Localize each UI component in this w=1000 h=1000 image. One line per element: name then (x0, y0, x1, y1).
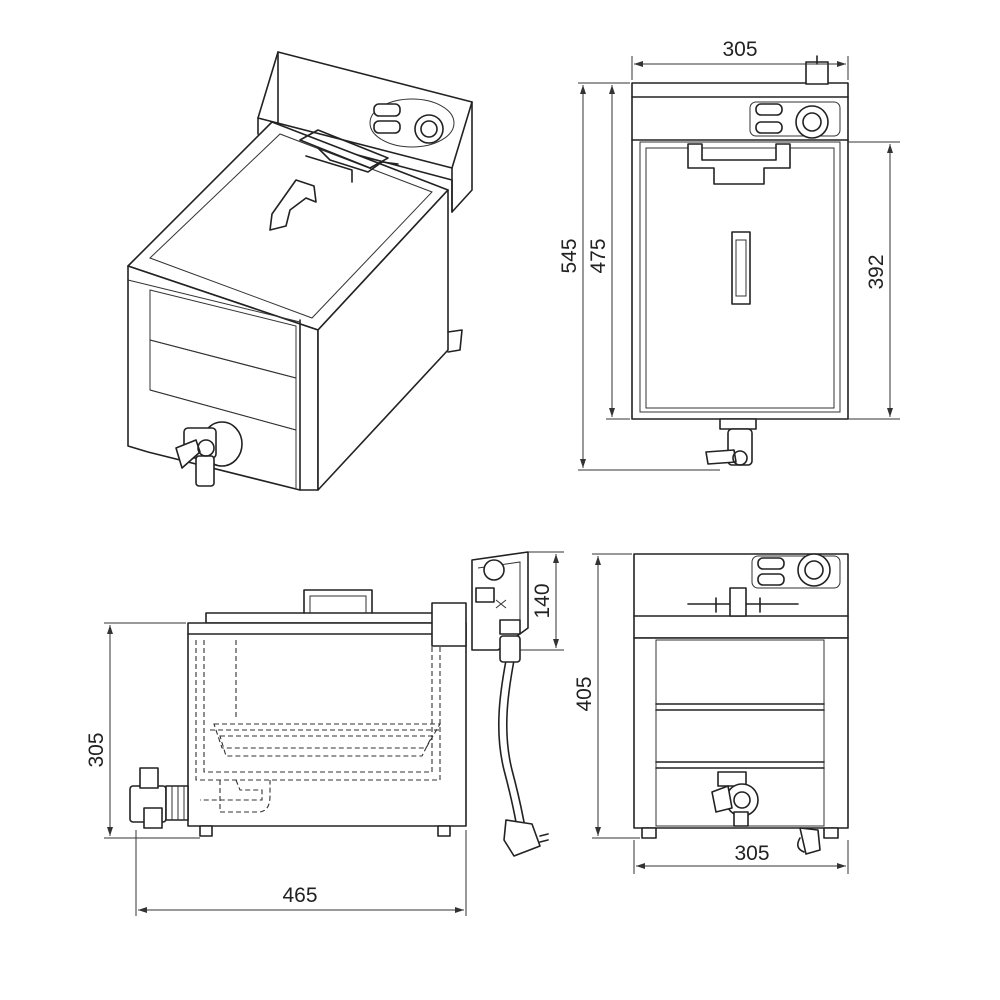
front-drain-valve (711, 771, 759, 827)
dim-top-width: 305 (722, 38, 757, 61)
top-view (631, 55, 849, 466)
drain-valve (175, 421, 243, 487)
side-drain-valve (129, 767, 189, 829)
power-cable (498, 635, 549, 857)
lid-handle (269, 179, 317, 231)
side-view (129, 551, 549, 857)
control-knobs (369, 98, 455, 148)
dimension-lines (104, 56, 900, 916)
dim-total-height: 545 (558, 238, 581, 273)
dim-body-height: 475 (587, 238, 610, 273)
front-control-panel (751, 553, 841, 589)
dim-tank-height: 392 (865, 254, 888, 289)
dim-side-height: 305 (85, 732, 108, 767)
dim-front-height: 405 (573, 676, 596, 711)
top-control-panel (749, 101, 841, 139)
top-drain-valve (705, 418, 757, 466)
front-view (633, 553, 849, 855)
side-control-box (471, 551, 529, 651)
isometric-view (127, 51, 473, 491)
dim-control-height: 140 (531, 583, 554, 618)
dim-depth: 465 (282, 884, 317, 907)
dim-front-width: 305 (734, 842, 769, 865)
